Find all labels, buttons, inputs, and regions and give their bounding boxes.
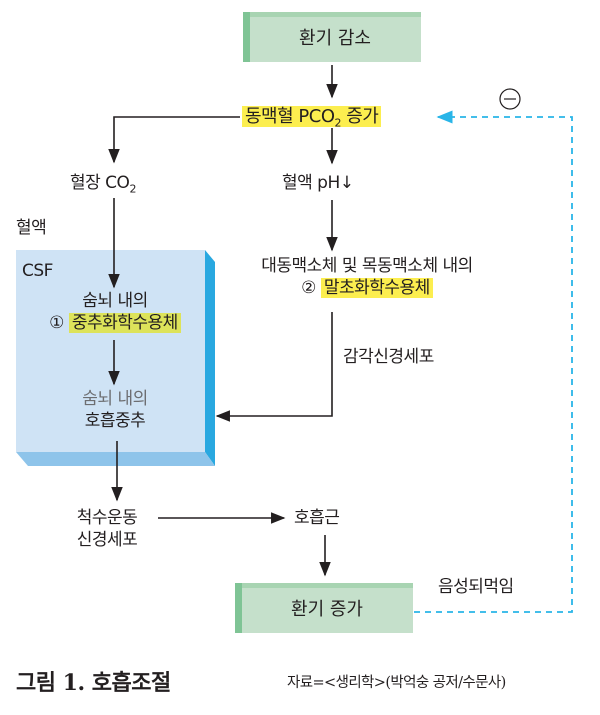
box-shade-left	[243, 12, 250, 62]
figure-source: 자료=<생리학>(박억숭 공저/수문사)	[287, 675, 506, 691]
blood-ph-node: 혈액 pH↓	[282, 173, 354, 193]
respiratory-center-node: 숨뇌 내의 호흡중추	[30, 388, 200, 432]
central-line2: ① 중추화학수용체	[30, 312, 200, 334]
box-shade-left	[235, 583, 242, 633]
arrow-pco2-to-plasma-co2	[108, 116, 240, 164]
central-number: ①	[49, 313, 64, 333]
negative-feedback-line	[414, 110, 573, 613]
arterial-pco2-node: 동맥혈 PCO2 증가	[242, 106, 382, 135]
peripheral-chemoreceptor-highlight: 말초화학수용체	[320, 278, 433, 298]
csf-block-side	[205, 250, 215, 466]
box-shade-top	[243, 12, 421, 17]
central-chemoreceptor-highlight: 중추화학수용체	[68, 313, 181, 333]
resp-center-line1: 숨뇌 내의	[82, 389, 148, 409]
plasma-co2-prefix: 혈장 CO	[70, 173, 130, 193]
csf-block-bottom	[16, 452, 215, 466]
resp-center-line2: 호흡중추	[84, 411, 146, 431]
csf-label: CSF	[22, 261, 53, 281]
arrow-peripheral-to-resp-center	[215, 312, 333, 422]
figure-title: 그림 1. 호흡조절	[16, 670, 171, 696]
peripheral-line1: 대동맥소체 및 목동맥소체 내의	[261, 256, 473, 276]
plasma-co2-subscript: 2	[129, 182, 136, 196]
central-chemoreceptor-node: 숨뇌 내의 ① 중추화학수용체	[30, 290, 200, 334]
peripheral-chemoreceptor-node: 대동맥소체 및 목동맥소체 내의 ② 말초화학수용체	[222, 255, 512, 299]
negative-feedback-label: 음성되먹임	[438, 577, 514, 597]
sensory-neuron-label: 감각신경세포	[343, 347, 434, 367]
minus-circle-icon	[499, 88, 521, 110]
ventilation-increase-label: 환기 증가	[291, 599, 363, 620]
peripheral-line2: ② 말초화학수용체	[222, 277, 512, 299]
spinal-line2: 신경세포	[76, 530, 138, 550]
spinal-motor-neuron-node: 척수운동 신경세포	[52, 507, 162, 551]
ventilation-decrease-box: 환기 감소	[243, 12, 421, 62]
central-line1: 숨뇌 내의	[82, 291, 148, 311]
arterial-pco2-subscript: 2	[334, 116, 342, 130]
peripheral-number: ②	[301, 278, 316, 298]
csf-block	[16, 250, 215, 466]
blood-label: 혈액	[16, 218, 47, 238]
ventilation-decrease-label: 환기 감소	[299, 28, 371, 49]
ventilation-increase-box: 환기 증가	[235, 583, 413, 633]
arterial-pco2-highlight: 동맥혈 PCO2 증가	[242, 106, 382, 130]
plasma-co2-node: 혈장 CO2	[70, 172, 136, 200]
arterial-pco2-suffix: 증가	[341, 106, 379, 127]
box-shade-top	[235, 583, 413, 588]
respiratory-muscle-node: 호흡근	[294, 508, 340, 528]
arterial-pco2-prefix: 동맥혈 PCO	[245, 106, 335, 127]
spinal-line1: 척수운동	[76, 508, 138, 528]
